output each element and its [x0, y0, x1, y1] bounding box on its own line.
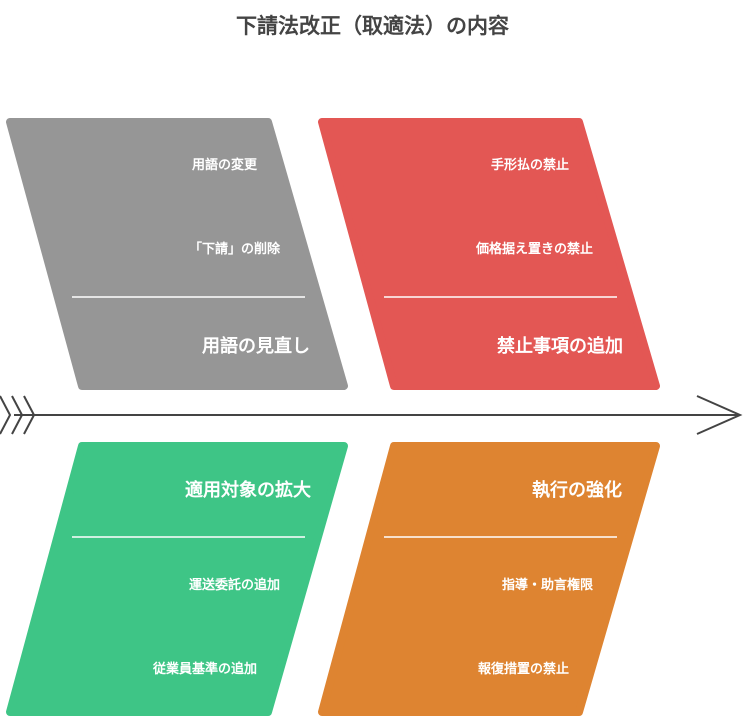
item-label: 用語の変更 — [191, 157, 258, 173]
category-terminology: 用語の変更 「下請」の削除 用語の見直し — [6, 118, 348, 390]
item-label: 手形払の禁止 — [491, 157, 569, 173]
category-prohibitions: 手形払の禁止 価格据え置きの禁止 禁止事項の追加 — [318, 118, 660, 390]
category-title: 執行の強化 — [532, 479, 622, 501]
category-enforcement: 執行の強化 指導・助言権限 報復措置の禁止 — [318, 442, 660, 716]
item-label: 運送委託の追加 — [189, 577, 280, 593]
tail-chevron-icon — [11, 395, 24, 435]
item-label: 報復措置の禁止 — [478, 661, 569, 677]
item-label: 指導・助言権限 — [502, 577, 594, 593]
item-label: 価格据え置きの禁止 — [475, 241, 593, 257]
category-title: 適用対象の拡大 — [185, 479, 311, 501]
arrow-head-icon — [696, 395, 743, 435]
category-title: 禁止事項の追加 — [497, 335, 623, 357]
diagram-title: 下請法改正（取適法）の内容 — [236, 14, 509, 38]
category-panel — [6, 118, 348, 390]
category-panel — [6, 442, 348, 716]
category-panel — [318, 118, 660, 390]
tail-chevron-icon — [23, 395, 36, 435]
item-label: 従業員基準の追加 — [152, 661, 257, 677]
tail-chevron-icon — [0, 395, 12, 435]
category-scope: 適用対象の拡大 運送委託の追加 従業員基準の追加 — [6, 442, 348, 716]
category-title: 用語の見直し — [202, 335, 310, 357]
spine — [0, 395, 743, 435]
category-panel — [318, 442, 660, 716]
item-label: 「下請」の削除 — [189, 241, 281, 257]
